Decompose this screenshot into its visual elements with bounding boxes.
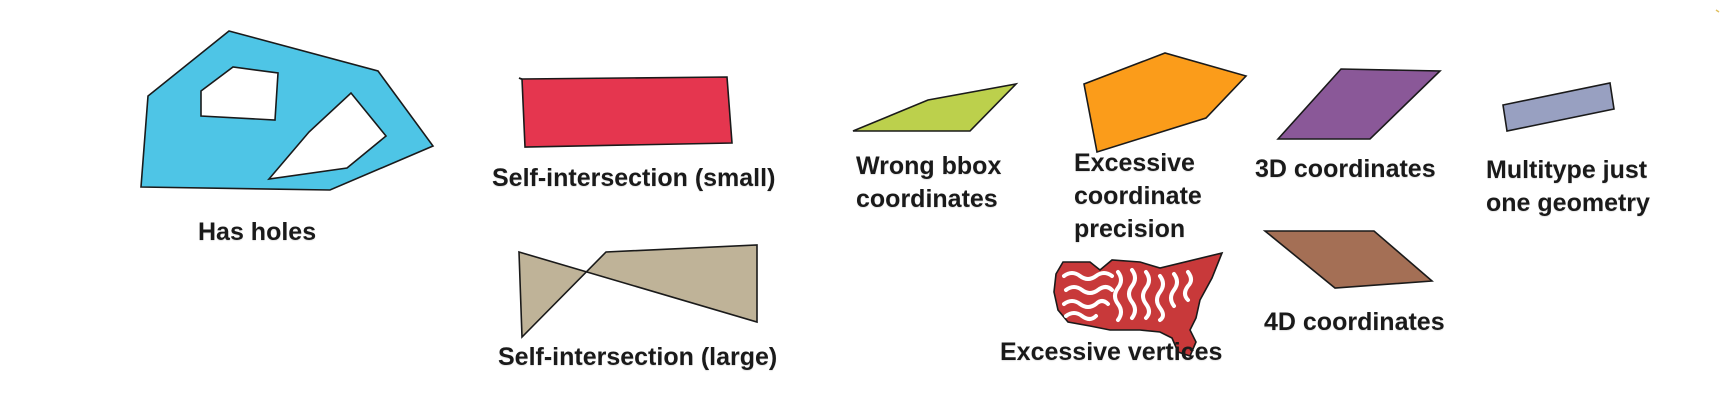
corner-mark bbox=[1715, 9, 1720, 13]
has-holes-polygon bbox=[140, 30, 435, 191]
label-self-intersection-small: Self-intersection (small) bbox=[492, 164, 776, 192]
label-multitype-line2: one geometry bbox=[1486, 189, 1650, 217]
label-wrong-bbox-line1: Wrong bbox bbox=[856, 152, 1002, 180]
label-4d-coordinates: 4D coordinates bbox=[1264, 308, 1445, 336]
label-excessive-vertices: Excessive vertices bbox=[1000, 338, 1223, 366]
excessive-precision-polygon bbox=[1083, 52, 1248, 154]
label-multitype: Multitype just one geometry bbox=[1486, 154, 1650, 220]
label-excessive-precision-line1: Excessive bbox=[1074, 149, 1195, 177]
4d-coordinates-polygon bbox=[1262, 230, 1434, 289]
label-wrong-bbox-line2: coordinates bbox=[856, 185, 998, 213]
self-intersection-large-polygon bbox=[518, 244, 758, 339]
3d-coordinates-polygon bbox=[1276, 68, 1442, 140]
excessive-vertices-polygon bbox=[1053, 251, 1224, 357]
label-has-holes: Has holes bbox=[198, 218, 317, 246]
label-excessive-precision-line2: coordinate bbox=[1074, 182, 1202, 210]
label-3d-coordinates: 3D coordinates bbox=[1255, 155, 1436, 183]
label-multitype-line1: Multitype just bbox=[1486, 156, 1648, 184]
multitype-polygon bbox=[1502, 82, 1615, 132]
label-wrong-bbox: Wrong bbox coordinates bbox=[856, 150, 1001, 216]
label-excessive-precision-line3: precision bbox=[1074, 215, 1186, 243]
excessive-vertices-squiggles bbox=[1062, 268, 1193, 322]
wrong-bbox-polygon bbox=[852, 82, 1019, 132]
label-excessive-precision: Excessive coordinate precision bbox=[1074, 147, 1202, 246]
label-self-intersection-large: Self-intersection (large) bbox=[498, 343, 778, 371]
self-intersection-small-polygon bbox=[518, 76, 733, 148]
